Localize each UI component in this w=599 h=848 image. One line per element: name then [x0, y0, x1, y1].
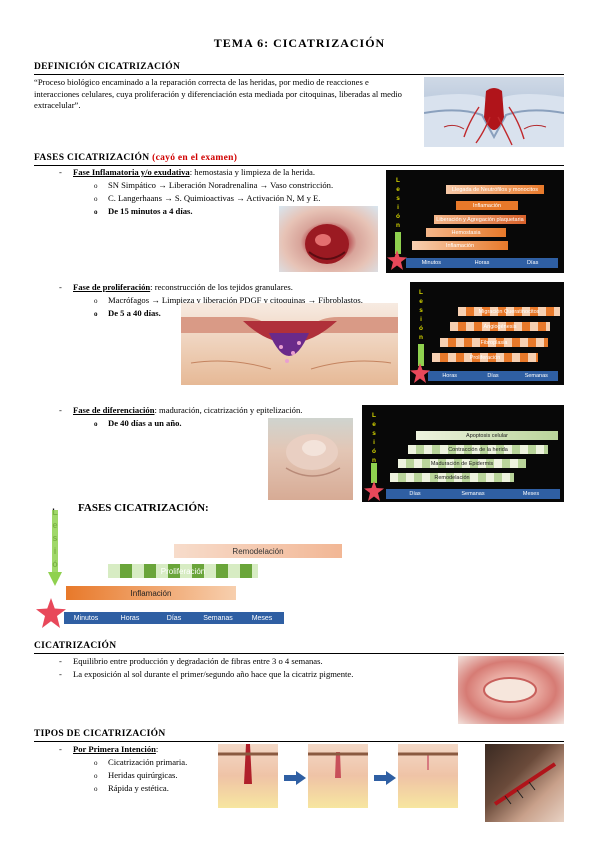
- granulation-tissue-illustration: [181, 303, 398, 385]
- summary-diagram-title: FASES CICATRIZACIÓN:: [78, 502, 209, 514]
- fase-inflamatoria-label: Fase Inflamatoria y/o exudativa: [73, 167, 190, 177]
- bar-fibroplasia: Fibroplasia: [440, 338, 548, 347]
- healed-finger-photo: [268, 418, 353, 500]
- fases-heading-text: FASES CICATRIZACIÓN: [34, 153, 150, 163]
- green-arrow-icon: [48, 510, 62, 586]
- green-arrow-icon: [395, 232, 401, 254]
- green-arrow-icon: [371, 463, 377, 483]
- lesion-star-icon: [36, 598, 66, 628]
- wound-stage-3-illustration: [398, 744, 458, 808]
- bar-contraccion: Contracción de la herida: [408, 445, 548, 454]
- fase-diferenciacion-label: Fase de diferenciación: [73, 405, 155, 415]
- divider: [34, 741, 564, 742]
- exam-note: (cayó en el examen): [152, 153, 238, 163]
- fase-proliferacion-desc: : reconstrucción de los tejidos granular…: [150, 282, 293, 292]
- section-heading-cicatrizacion: CICATRIZACIÓN: [34, 641, 117, 651]
- divider: [34, 653, 564, 654]
- section-heading-definicion: DEFINICIÓN CICATRIZACIÓN: [34, 62, 181, 72]
- section-heading-tipos: TIPOS DE CICATRIZACIÓN: [34, 729, 166, 739]
- lesion-star-icon: [410, 363, 430, 383]
- bar-inflamacion-1: Inflamación: [456, 201, 518, 210]
- wound-section-image: [424, 77, 564, 147]
- bar-plaquetaria: Liberación y Agregación plaquetaria: [434, 215, 526, 224]
- suture-photo: [485, 744, 564, 822]
- divider: [34, 165, 564, 166]
- arrow-right-icon: [284, 771, 306, 785]
- list-item: -La exposición al sol durante el primer/…: [59, 669, 354, 679]
- green-arrow-icon: [418, 344, 424, 366]
- fase-diferenciacion-desc: : maduración, cicatrización y epitelizac…: [154, 405, 303, 415]
- scar-photo: [458, 656, 564, 724]
- list-item-fase-inflamatoria: - Fase Inflamatoria y/o exudativa: hemos…: [59, 167, 316, 177]
- list-item-fase-proliferacion: - Fase de proliferación: reconstrucción …: [59, 282, 293, 292]
- fase-inflamatoria-desc: : hemostasia y limpieza de la herida.: [189, 167, 316, 177]
- finger-wound-photo: [279, 206, 378, 272]
- bar-proliferacion: Proliferación: [108, 564, 258, 578]
- list-item: -Equilibrio entre producción y degradaci…: [59, 656, 323, 666]
- bar-migracion: Migración Queratinocitos: [458, 307, 560, 316]
- lesion-star-icon: [364, 481, 384, 501]
- fase-proliferacion-label: Fase de proliferación: [73, 282, 151, 292]
- bar-remodelacion: Remodelación: [174, 544, 342, 558]
- wound-stage-2-illustration: [308, 744, 368, 808]
- lesion-star-icon: [387, 250, 407, 270]
- wound-stage-1-illustration: [218, 744, 278, 808]
- list-item-primera-intencion: -Por Primera Intención:: [59, 744, 159, 754]
- section-heading-fases: FASES CICATRIZACIÓN (cayó en el examen): [34, 153, 237, 163]
- bar-remodelacion: Remodelación: [390, 473, 514, 482]
- bar-hemostasia: Hemostasia: [426, 228, 506, 237]
- bar-proliferacion: Proliferación: [432, 353, 538, 362]
- definition-text: “Proceso biológico encaminado a la repar…: [34, 77, 402, 110]
- bar-maduracion: Maduración de Epidermis: [398, 459, 526, 468]
- bar-angiogenesis: Angiogénesis: [450, 322, 550, 331]
- bar-apoptosis: Apoptosis celular: [416, 431, 558, 440]
- list-item-fase-diferenciacion: - Fase de diferenciación: maduración, ci…: [59, 405, 303, 415]
- bar-neutrofilos: Llegada de Neutrófilos y monocitos: [446, 185, 544, 194]
- page-title: TEMA 6: CICATRIZACIÓN: [213, 36, 386, 50]
- bar-inflamacion-2: Inflamación: [412, 241, 508, 250]
- arrow-right-icon: [374, 771, 396, 785]
- bar-inflamacion: Inflamación: [66, 586, 236, 600]
- divider: [34, 74, 564, 75]
